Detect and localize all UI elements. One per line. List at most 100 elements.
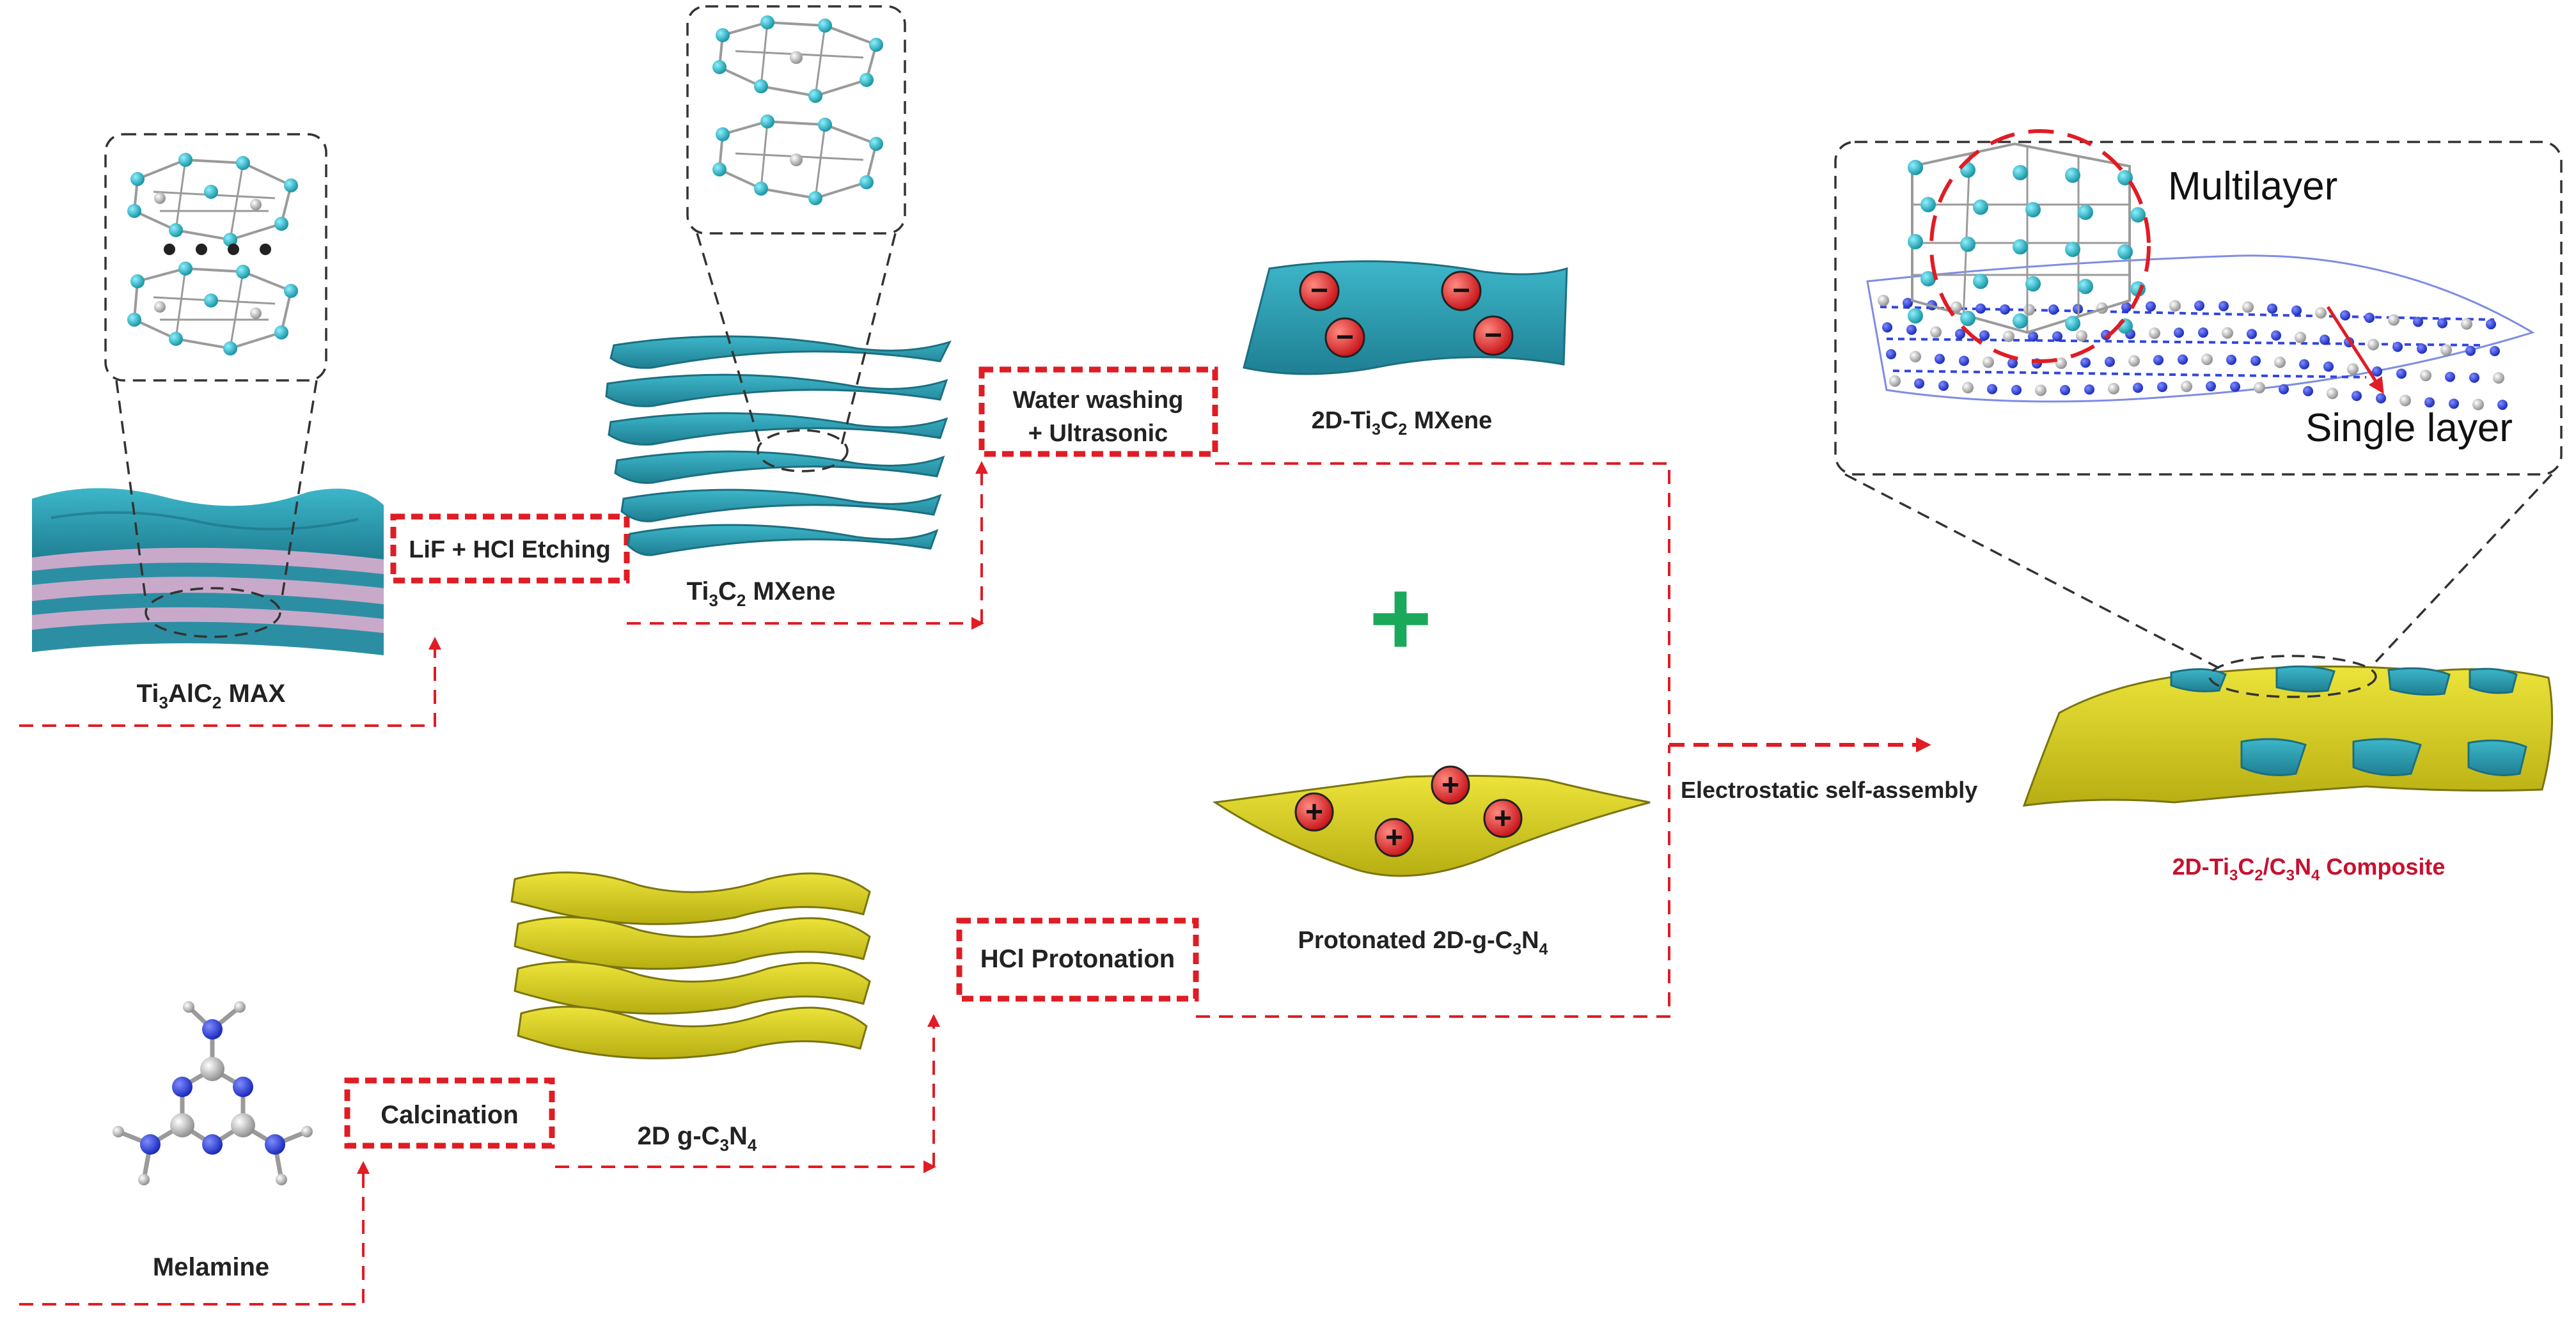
lattice-atom [2295, 331, 2306, 343]
lattice-atom [2440, 344, 2452, 356]
melamine-molecule [113, 1001, 313, 1185]
lattice-atom [2128, 355, 2140, 367]
lattice-atom [2392, 341, 2403, 352]
composite-sheet [2022, 666, 2554, 807]
mxene-2d-label: 2D-Ti3C2 MXene [1312, 407, 1493, 439]
lattice-atom [1975, 303, 1986, 314]
lattice-atom [1987, 384, 1997, 394]
crystal-atom [1908, 160, 1923, 175]
crystal-atom [2025, 276, 2041, 292]
mxene-crystal-top [712, 15, 883, 103]
lattice-atom [2420, 370, 2431, 382]
lattice-atom [1959, 355, 1969, 366]
lattice-atom [1983, 356, 1994, 368]
lattice-atom [2291, 305, 2302, 316]
lattice-atom [2201, 354, 2213, 366]
lattice-atom [2052, 331, 2062, 342]
lattice-atom [2194, 300, 2204, 311]
lattice-atom [1882, 322, 1892, 332]
lattice-atom [2146, 301, 2156, 312]
lattice-atom [2105, 356, 2115, 367]
svg-text:Calcination: Calcination [381, 1101, 519, 1129]
lattice-atom [2181, 380, 2192, 393]
lattice-atom [2493, 372, 2504, 384]
crystal-atom [2013, 313, 2028, 329]
lattice-atom [2108, 382, 2119, 394]
negative-charge-icons: − − − − [1299, 270, 1514, 358]
single-layer-pointer [2326, 306, 2384, 394]
lattice-atom [1955, 329, 1965, 339]
lattice-atom [2372, 366, 2382, 377]
svg-text:+: + [1441, 768, 1459, 802]
lattice-atom [2133, 382, 2143, 393]
crystal-atom [2117, 244, 2133, 260]
step-calcination: Calcination [344, 1077, 555, 1149]
lattice-atom [1889, 375, 1901, 387]
max-crystal-top [127, 153, 298, 247]
lattice-atom [2327, 387, 2338, 400]
lattice-atom [2340, 310, 2350, 321]
lattice-atom [1938, 380, 1949, 391]
svg-text:−: − [1484, 318, 1502, 352]
multilayer-crystal [1908, 142, 2146, 334]
svg-text:−: − [1336, 320, 1354, 354]
svg-text:LiF + HCl Etching: LiF + HCl Etching [409, 536, 611, 563]
lattice-atom [2486, 319, 2496, 330]
lattice-atom [2035, 384, 2046, 396]
crystal-atom [2130, 207, 2146, 222]
crystal-atom [2078, 279, 2093, 294]
crystal-atom [2065, 242, 2080, 257]
crystal-atom [1920, 271, 1936, 286]
single-layer-label: Single layer [2305, 406, 2513, 450]
lattice-atom [2274, 356, 2286, 368]
mxene-label: Ti3C2 MXene [687, 577, 836, 610]
al-atom-row [164, 244, 271, 255]
crystal-atom [1973, 199, 1988, 215]
lattice-atom [2242, 301, 2254, 313]
mxene-zoom-inset [686, 5, 906, 472]
lattice-atom [2121, 302, 2132, 313]
lattice-atom [2413, 316, 2423, 327]
lattice-atom [1886, 349, 1896, 359]
lattice-atom [2437, 318, 2447, 329]
lattice-atom [2149, 327, 2160, 339]
lattice-atom [2315, 307, 2327, 319]
lattice-atom [2396, 368, 2407, 379]
multilayer-highlight-circle [1929, 129, 2151, 363]
lattice-atom [2230, 381, 2240, 392]
lattice-atom [2003, 330, 2014, 342]
lattice-atom [2445, 371, 2455, 382]
lattice-atom [2250, 355, 2261, 366]
lattice-atom [2048, 304, 2059, 315]
lattice-atom [1979, 330, 1990, 341]
composite-zoom-inset: Multilayer Single layer [1834, 129, 2563, 698]
lattice-atom [1935, 354, 1945, 364]
gcn-stack [510, 871, 871, 1059]
lattice-atom [2222, 327, 2233, 339]
lattice-atom [2299, 359, 2309, 370]
lattice-atom [1951, 301, 1962, 313]
max-crystal-bottom [127, 261, 298, 355]
mxene-stack [605, 335, 952, 556]
lattice-atom [2007, 357, 2018, 368]
positive-charge-icons: + + + + [1294, 765, 1523, 857]
lattice-atom [2472, 398, 2484, 410]
lattice-atom [2060, 385, 2070, 396]
lattice-atom [2497, 400, 2508, 410]
lattice-atom [2469, 372, 2479, 383]
lattice-atom [2023, 304, 2035, 316]
protonated-label: Protonated 2D-g-C3N4 [1298, 927, 1548, 958]
lattice-atom [2271, 330, 2281, 341]
lattice-atom [2399, 394, 2411, 407]
max-label: Ti3AlC2 MAX [137, 680, 286, 712]
crystal-atom [2078, 205, 2093, 220]
lattice-atom [2388, 314, 2399, 326]
svg-text:+: + [1385, 821, 1403, 855]
single-layer-lattice [1866, 254, 2535, 410]
crystal-atom [1960, 237, 1975, 252]
lattice-atom [2490, 346, 2500, 357]
step-assembly-label: Electrostatic self-assembly [1681, 777, 1977, 803]
lattice-atom [2267, 303, 2277, 314]
lattice-atom [2376, 393, 2386, 403]
svg-text:+: + [1494, 802, 1512, 836]
